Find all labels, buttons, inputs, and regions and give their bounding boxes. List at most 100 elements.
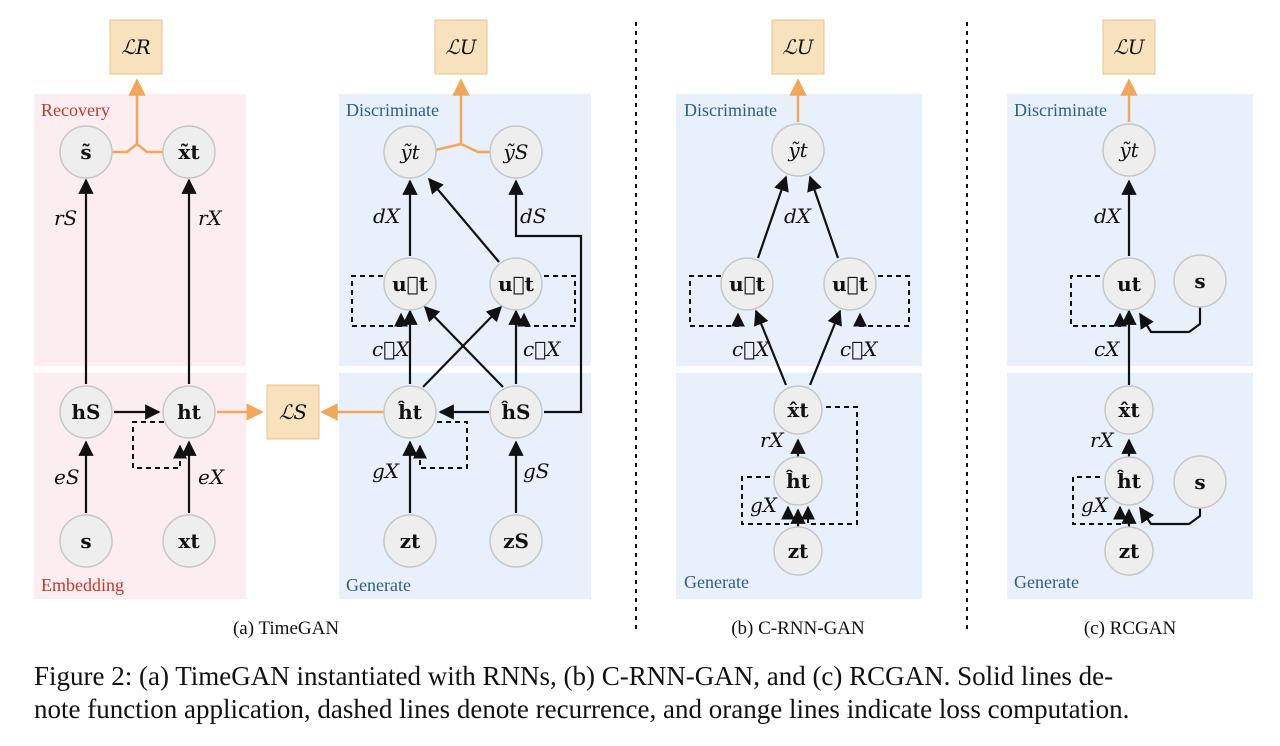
svg-text:ỹt: ỹt	[787, 138, 808, 162]
svg-text:u⃖t: u⃖t	[392, 272, 429, 296]
function-edges-a	[78, 177, 583, 513]
svg-text:x̃t: x̃t	[178, 140, 200, 164]
figure-caption-line-1: Figure 2: (a) TimeGAN instantiated with …	[34, 661, 1114, 691]
svg-text:ht: ht	[177, 400, 202, 424]
svg-text:s: s	[80, 529, 91, 553]
node-u-forward-b: u⃗t	[823, 257, 877, 311]
node-h-hat-t: ĥt	[383, 385, 437, 439]
embedding-label: Embedding	[41, 575, 124, 595]
edge-label-g-x-c: gX	[1081, 493, 1109, 517]
figure-caption: Figure 2: (a) TimeGAN instantiated with …	[34, 660, 1254, 726]
node-h-t: ht	[162, 385, 216, 439]
node-x-hat-b: x̂t	[773, 385, 823, 435]
edge-label-d-x-a: dX	[373, 204, 401, 228]
discriminate-label-a: Discriminate	[346, 100, 439, 120]
node-x-t: xt	[162, 514, 216, 568]
edge-label-r-x-c: rX	[1090, 428, 1115, 452]
node-y-tilde-t-a: ỹt	[383, 125, 437, 179]
node-h-s: hS	[59, 385, 113, 439]
node-u-backward-a: u⃖t	[383, 257, 437, 311]
node-s-bottom-c: s	[1173, 455, 1227, 509]
svg-text:zt: zt	[1119, 539, 1140, 563]
edge-label-c-backward-b: c⃖X	[732, 337, 770, 361]
edge-label-c-forward-a: c⃗X	[523, 337, 561, 361]
svg-text:ĥt: ĥt	[397, 400, 423, 424]
svg-text:hS: hS	[72, 400, 101, 424]
node-x-tilde: x̃t	[162, 125, 216, 179]
recurrence-loops-a	[132, 275, 576, 469]
svg-text:x̂t: x̂t	[787, 398, 809, 422]
edge-label-d-s: dS	[520, 204, 547, 228]
svg-text:ℒS: ℒS	[279, 400, 307, 424]
node-x-hat-c: x̂t	[1104, 385, 1154, 435]
edge-label-e-x: eX	[198, 465, 225, 489]
loss-box-u-b: ℒU	[771, 19, 825, 75]
svg-text:ỹS: ỹS	[503, 140, 529, 164]
subcaption-crnngan: (b) C-RNN-GAN	[731, 618, 865, 639]
svg-text:ĥt: ĥt	[1116, 469, 1142, 493]
generate-label-b: Generate	[684, 572, 749, 592]
discriminate-label-b: Discriminate	[684, 100, 777, 120]
node-h-hat-b: ĥt	[773, 456, 823, 506]
svg-text:zS: zS	[503, 529, 529, 553]
svg-text:zt: zt	[788, 539, 809, 563]
node-h-hat-c: ĥt	[1104, 456, 1154, 506]
svg-text:ỹt: ỹt	[1118, 138, 1139, 162]
edge-label-g-s: gS	[523, 459, 550, 483]
svg-text:ℒR: ℒR	[121, 35, 150, 59]
recovery-label: Recovery	[41, 100, 110, 120]
edge-label-c-x-c: cX	[1094, 337, 1120, 361]
edge-label-r-s: rS	[54, 206, 77, 230]
loss-box-u-a: ℒU	[434, 19, 488, 75]
svg-text:ut: ut	[1117, 272, 1142, 296]
svg-text:x̂t: x̂t	[1118, 398, 1140, 422]
node-y-tilde-s: ỹS	[489, 125, 543, 179]
figure-caption-line-2: note function application, dashed lines …	[34, 694, 1130, 724]
recurrence-loops-c	[1070, 275, 1127, 525]
loss-box-r: ℒR	[109, 19, 163, 75]
svg-text:zt: zt	[400, 529, 421, 553]
svg-text:s̃: s̃	[80, 140, 91, 164]
generate-label-c: Generate	[1014, 572, 1079, 592]
discriminate-label-c: Discriminate	[1014, 100, 1107, 120]
edge-label-d-x-c: dX	[1094, 204, 1122, 228]
svg-text:xt: xt	[178, 529, 200, 553]
svg-text:ỹt: ỹt	[399, 140, 420, 164]
function-edges-b	[754, 175, 842, 457]
node-h-hat-s: ĥS	[489, 385, 543, 439]
subcaption-rcgan: (c) RCGAN	[1084, 618, 1177, 639]
svg-text:s: s	[1194, 269, 1205, 293]
edge-label-d-x-b: dX	[784, 204, 812, 228]
svg-text:ĥS: ĥS	[501, 400, 531, 424]
svg-text:ℒU: ℒU	[782, 35, 814, 59]
discriminate-panel-a	[339, 94, 591, 366]
svg-text:u⃖t: u⃖t	[729, 272, 766, 296]
node-u-forward-a: u⃗t	[489, 257, 543, 311]
loss-box-u-c: ℒU	[1102, 19, 1156, 75]
node-s-tilde: s̃	[59, 125, 113, 179]
svg-text:s: s	[1194, 470, 1205, 494]
svg-text:ĥt: ĥt	[785, 469, 811, 493]
loss-box-s: ℒS	[266, 384, 320, 440]
edge-label-c-forward-b: c⃗X	[840, 337, 878, 361]
node-z-t-c: zt	[1104, 526, 1154, 576]
subcaption-timegan: (a) TimeGAN	[233, 618, 339, 639]
edge-label-g-x-b: gX	[750, 493, 778, 517]
generate-label-a: Generate	[346, 575, 411, 595]
recurrence-loops-b	[689, 275, 910, 525]
edge-label-r-x: rX	[198, 206, 223, 230]
edge-label-e-s: eS	[54, 465, 80, 489]
node-y-tilde-t-c: ỹt	[1102, 123, 1156, 177]
svg-text:ℒU: ℒU	[1113, 35, 1145, 59]
svg-text:u⃗t: u⃗t	[498, 272, 535, 296]
loss-lines-a	[110, 78, 496, 421]
edge-label-r-x-b: rX	[760, 428, 785, 452]
node-s-top-c: s	[1173, 254, 1227, 308]
edge-label-c-backward-a: c⃖X	[372, 337, 410, 361]
edge-label-g-x-a: gX	[372, 459, 400, 483]
node-y-tilde-t-b: ỹt	[771, 123, 825, 177]
generate-panel-a	[339, 373, 591, 599]
node-z-s: zS	[489, 514, 543, 568]
